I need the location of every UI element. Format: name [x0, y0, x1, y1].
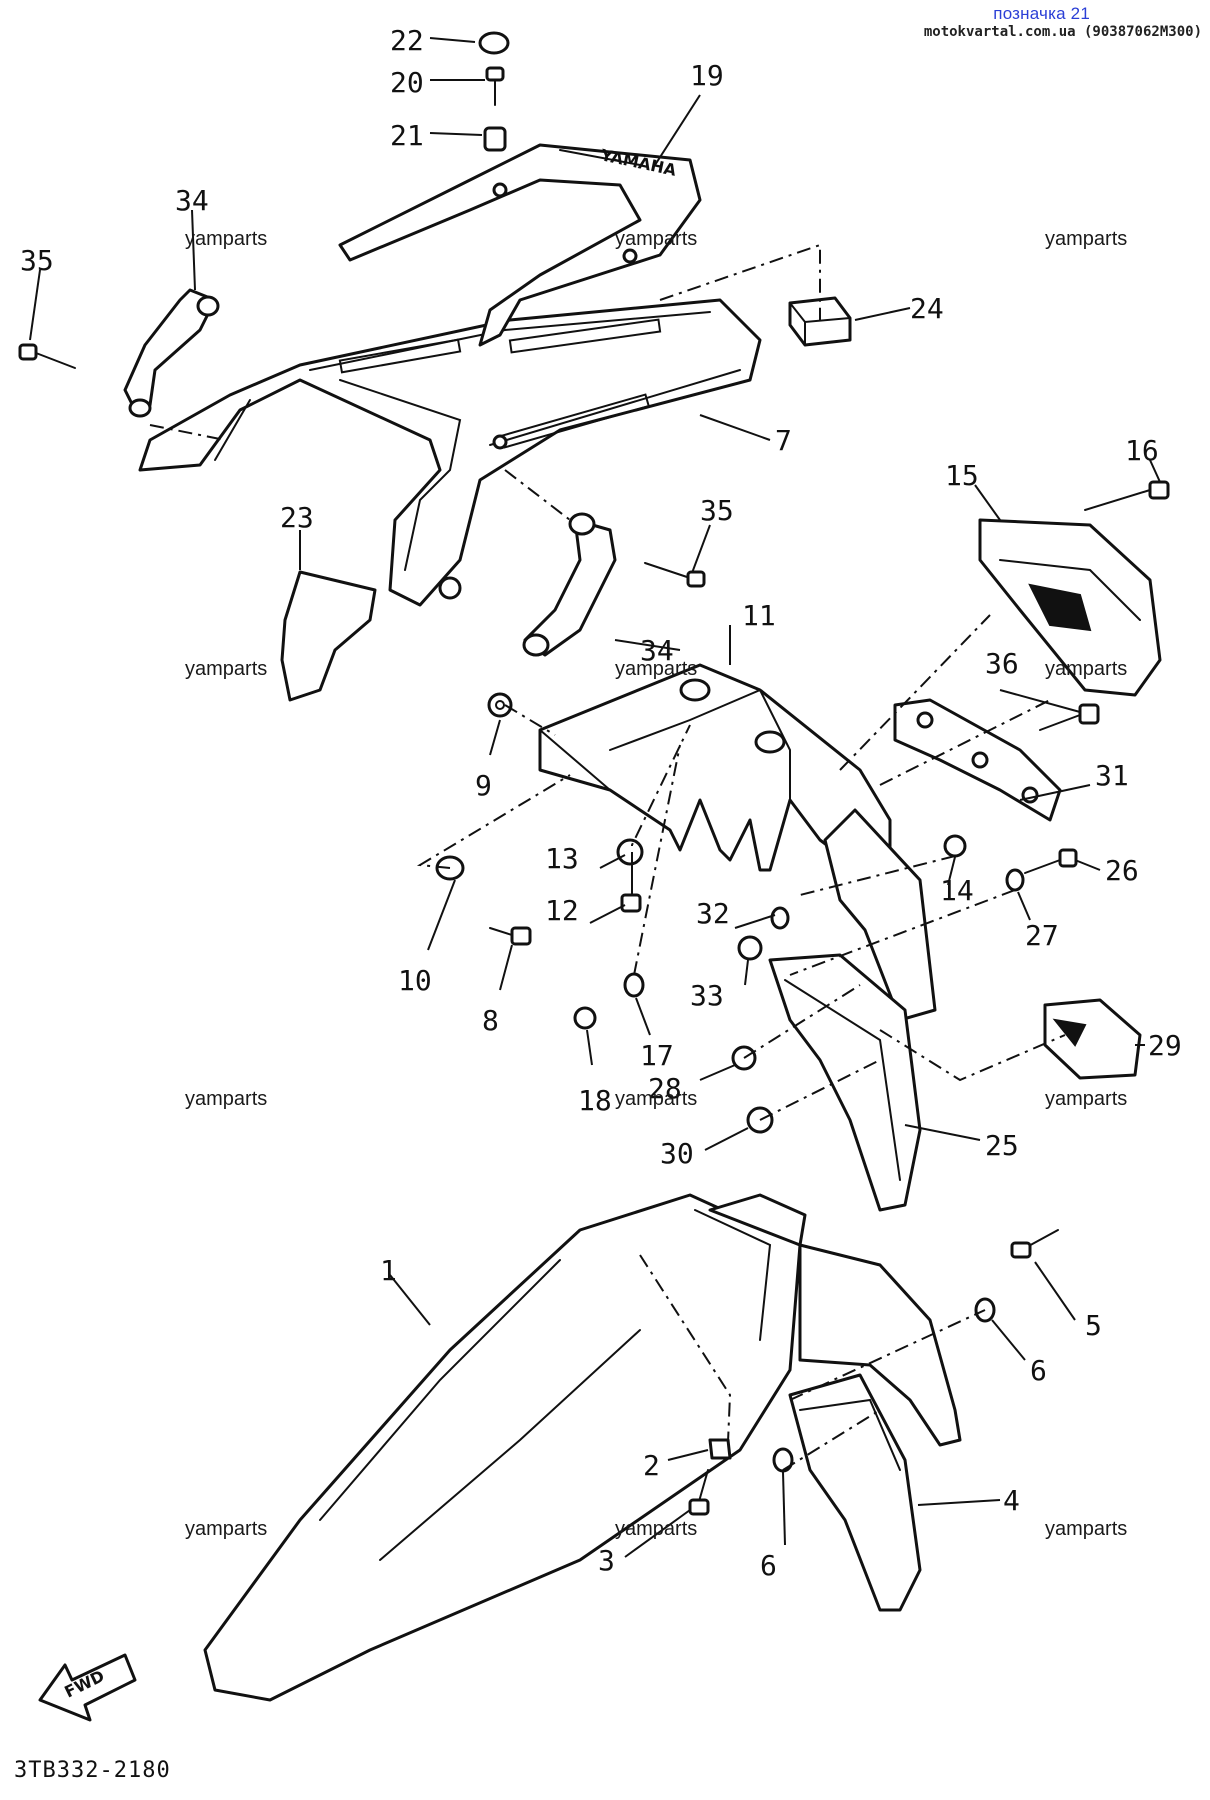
tail-light-part-15 — [978, 518, 1162, 697]
callout-12: 12 — [545, 894, 579, 927]
bolt-part-35-left — [18, 343, 76, 369]
bolt-part-20 — [485, 66, 505, 106]
bolt-part-3 — [688, 1469, 710, 1516]
collar-part-21 — [483, 126, 507, 152]
callout-36: 36 — [985, 647, 1019, 680]
callout-4: 4 — [1003, 1484, 1020, 1517]
callout-labels: 22 20 21 19 34 35 24 7 23 35 34 11 15 16… — [20, 24, 1182, 1582]
nut-part-18 — [573, 1006, 597, 1030]
callout-6-upper: 6 — [1030, 1354, 1047, 1387]
fender-bracket-part-11 — [538, 663, 937, 1022]
bolt-part-36 — [1039, 703, 1100, 731]
callout-10: 10 — [398, 964, 432, 997]
bolt-part-5 — [1010, 1229, 1059, 1259]
watermark: yamparts — [615, 228, 698, 250]
callout-22: 22 — [390, 24, 424, 57]
fender-flap-part-4 — [788, 1373, 922, 1612]
nut-part-13 — [616, 838, 644, 866]
callout-6-lower: 6 — [760, 1549, 777, 1582]
forward-direction-arrow: FWD — [38, 1653, 137, 1722]
screw-part-26 — [1024, 848, 1078, 874]
washer-part-32 — [770, 906, 790, 930]
callout-35-left: 35 — [20, 244, 54, 277]
callout-21: 21 — [390, 119, 424, 152]
grab-handle-part-34-upper — [123, 288, 220, 418]
cap-part-22 — [478, 31, 510, 55]
callout-34-lower: 34 — [640, 634, 674, 667]
callout-27: 27 — [1025, 919, 1059, 952]
bolt-part-8 — [489, 926, 532, 946]
watermark: yamparts — [185, 1518, 268, 1540]
watermark: yamparts — [1045, 228, 1128, 250]
callout-32: 32 — [696, 897, 730, 930]
nut-part-33 — [737, 935, 763, 961]
callout-25: 25 — [985, 1129, 1019, 1162]
callout-13: 13 — [545, 842, 579, 875]
diagram-code: 3TB332-2180 — [14, 1758, 171, 1783]
watermark: yamparts — [615, 1088, 698, 1110]
callout-23: 23 — [280, 501, 314, 534]
callout-7: 7 — [775, 424, 792, 457]
watermark: yamparts — [185, 228, 268, 250]
callout-26: 26 — [1105, 854, 1139, 887]
front-fender-part-1 — [203, 1193, 962, 1702]
washer-part-27 — [1005, 868, 1025, 892]
callout-14: 14 — [940, 874, 974, 907]
callout-34-upper: 34 — [175, 184, 209, 217]
bolt-part-35-right — [644, 562, 706, 588]
watermark: yamparts — [185, 658, 268, 680]
clip-part-2 — [708, 1438, 732, 1460]
callout-29: 29 — [1148, 1029, 1182, 1062]
watermark: yamparts — [185, 1088, 268, 1110]
callout-18: 18 — [578, 1084, 612, 1117]
nut-part-9 — [487, 692, 513, 718]
callout-8: 8 — [482, 1004, 499, 1037]
watermark: yamparts — [615, 1518, 698, 1540]
callout-31: 31 — [1095, 759, 1129, 792]
diagram-reference-title: позначка 21 — [993, 4, 1090, 23]
callout-20: 20 — [390, 66, 424, 99]
callout-15: 15 — [945, 459, 979, 492]
watermark: yamparts — [1045, 1088, 1128, 1110]
callout-1: 1 — [380, 1254, 397, 1287]
callout-11: 11 — [742, 599, 776, 632]
callout-24: 24 — [910, 292, 944, 325]
callout-30: 30 — [660, 1137, 694, 1170]
callout-9: 9 — [475, 769, 492, 802]
washer-part-6-lower — [772, 1447, 794, 1473]
callout-16: 16 — [1125, 434, 1159, 467]
washer-part-17 — [623, 972, 645, 998]
watermark: yamparts — [615, 658, 698, 680]
grab-rail-part-19: YAMAHA — [338, 143, 702, 347]
callout-19: 19 — [690, 59, 724, 92]
callout-2: 2 — [643, 1449, 660, 1482]
nut-part-14 — [943, 834, 967, 858]
callout-28: 28 — [648, 1072, 682, 1105]
watermark: yamparts — [1045, 1518, 1128, 1540]
damper-part-24 — [788, 296, 852, 347]
mud-flap-part-25 — [768, 953, 922, 1212]
diagram-source-code: motokvartal.com.ua (90387062M300) — [923, 24, 1202, 40]
seal-plate-part-23 — [280, 570, 377, 702]
callout-5: 5 — [1085, 1309, 1102, 1342]
callout-35-right: 35 — [700, 494, 734, 527]
reflector-part-29 — [1043, 998, 1142, 1080]
rear-carrier-part-7 — [138, 298, 762, 607]
callout-3: 3 — [598, 1544, 615, 1577]
grab-handle-part-34-lower — [522, 512, 617, 657]
callout-leaders — [29, 37, 1161, 1558]
light-bracket-part-31 — [893, 698, 1062, 822]
assembly-lines — [149, 243, 1066, 1471]
callout-17: 17 — [640, 1039, 674, 1072]
screw-part-16 — [1084, 480, 1170, 511]
callout-33: 33 — [690, 979, 724, 1012]
watermark: yamparts — [1045, 658, 1128, 680]
